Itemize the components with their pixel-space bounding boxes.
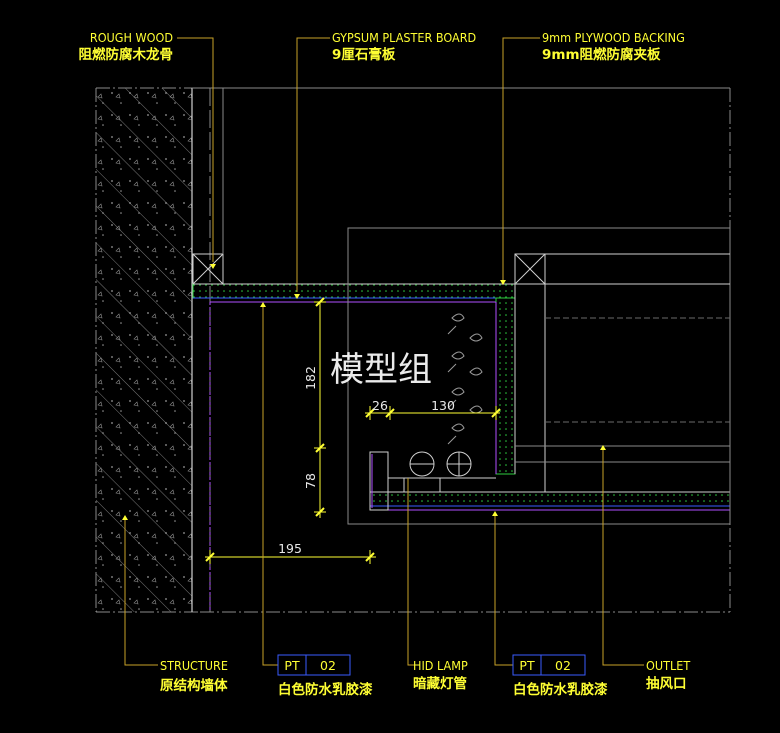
paint-right-code: PT <box>519 658 535 673</box>
paint-left-label-cn: 白色防水乳胶漆 <box>278 681 373 698</box>
paint-tag-left: PT 02 <box>277 654 351 676</box>
plywood-label-cn: 9mm阻燃防腐夹板 <box>542 46 661 63</box>
plywood-label-en: 9mm PLYWOOD BACKING <box>542 30 685 45</box>
gypsum-label-cn: 9厘石膏板 <box>332 46 396 63</box>
paint-left-code: PT <box>284 658 300 673</box>
dim-130: 130 <box>431 398 455 413</box>
rough-wood-label-en: ROUGH WOOD <box>90 30 173 45</box>
outlet-label-en: OUTLET <box>646 658 690 673</box>
rough-wood-blocks <box>192 88 546 285</box>
right-ceiling <box>347 227 731 525</box>
ceiling-board-lower <box>369 451 731 511</box>
paint-tag-right: PT 02 <box>512 654 586 676</box>
dim-78: 78 <box>303 473 318 489</box>
dim-26: 26 <box>372 398 388 413</box>
hid-lamp-label-en: HID LAMP <box>413 658 468 673</box>
paint-right-num: 02 <box>555 658 571 673</box>
ceiling-board-top <box>192 283 516 303</box>
slab-lines <box>192 87 730 612</box>
hid-lamp-label-cn: 暗藏灯管 <box>413 675 467 692</box>
rough-wood-label-cn: 阻燃防腐木龙骨 <box>79 46 174 63</box>
structure-label-cn: 原结构墙体 <box>160 677 228 694</box>
dimension-lines <box>205 297 501 564</box>
gypsum-label-en: GYPSUM PLASTER BOARD <box>332 30 476 45</box>
watermark-text: 模型组 <box>330 350 432 390</box>
structure-label-en: STRUCTURE <box>160 658 228 673</box>
dim-182: 182 <box>303 366 318 390</box>
leader-lines <box>124 37 644 666</box>
outlet-label-cn: 抽风口 <box>646 675 687 692</box>
paint-left-num: 02 <box>320 658 336 673</box>
paint-right-label-cn: 白色防水乳胶漆 <box>513 681 608 698</box>
structure-wall <box>96 88 193 612</box>
leader-markers <box>122 264 606 520</box>
ceiling-board-drop <box>209 284 516 610</box>
hid-lamp-fixture <box>403 313 483 493</box>
dim-195: 195 <box>278 541 302 556</box>
